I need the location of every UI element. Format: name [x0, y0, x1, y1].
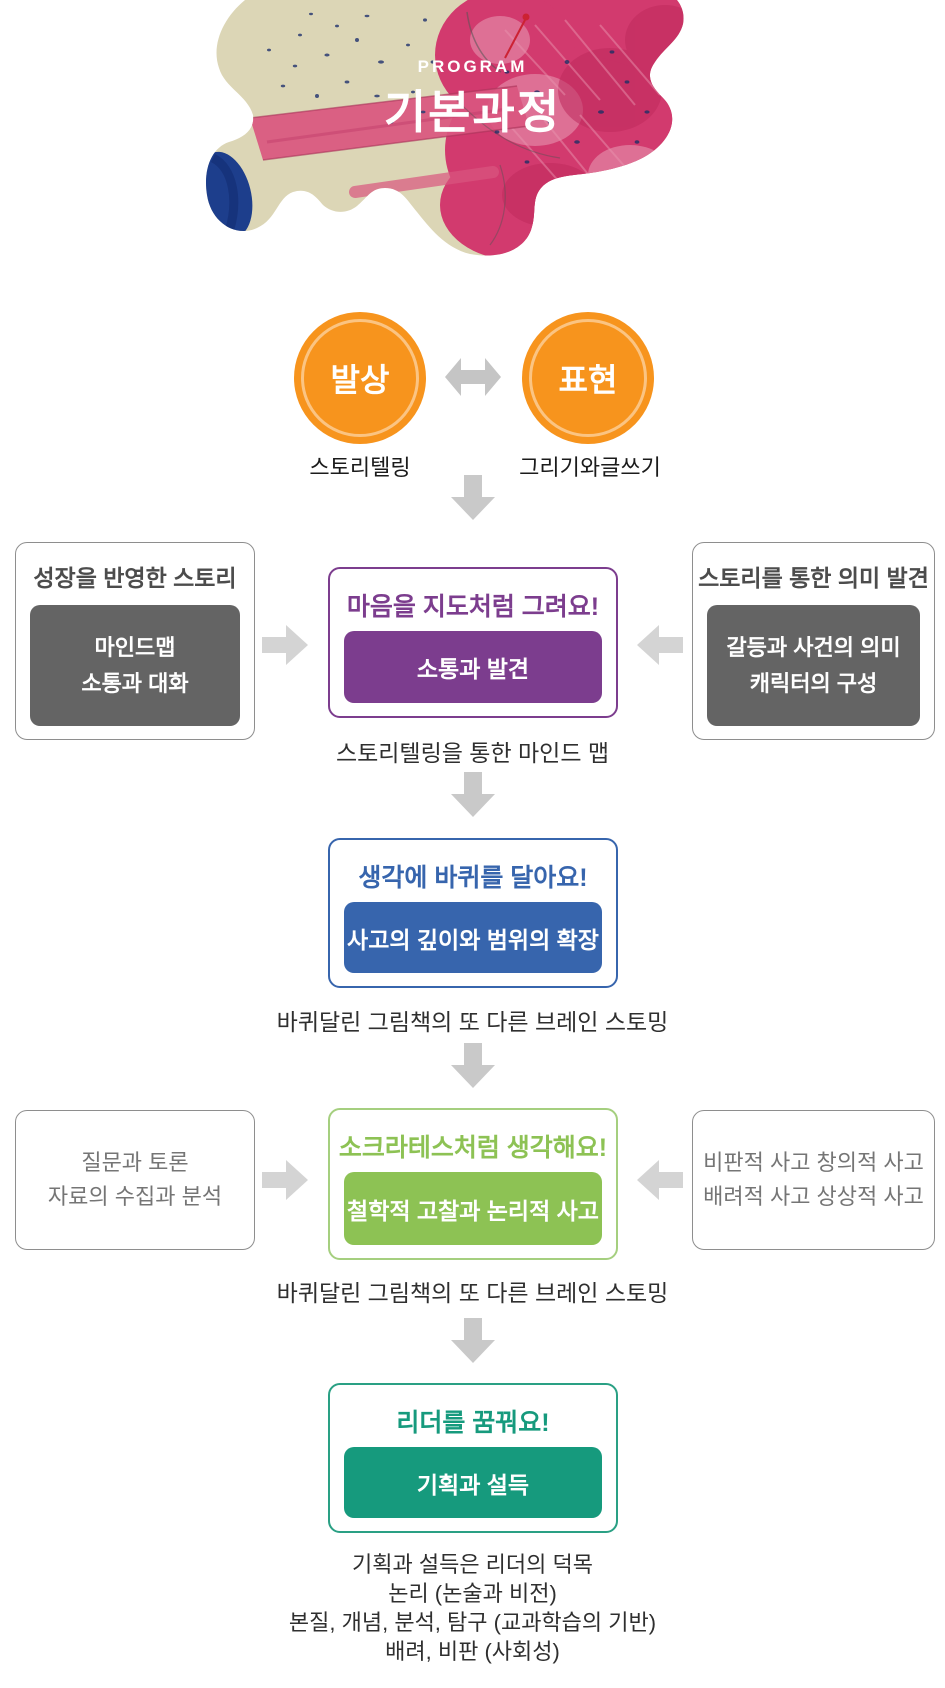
step-title: 소크라테스처럼 생각해요! — [338, 1134, 608, 1162]
step-box-thinking-wheels: 생각에 바퀴를 달아요! 사고의 깊이와 범위의 확장 — [328, 838, 618, 988]
side-panel-question-discussion: 질문과 토론 자료의 수집과 분석 — [15, 1110, 255, 1250]
ideation-circle: 발상 — [294, 312, 426, 444]
step-pill-philosophy-logic: 철학적 고찰과 논리적 사고 — [344, 1172, 602, 1245]
arrow-down-icon — [451, 1043, 495, 1088]
header-blob-art — [205, 0, 684, 256]
step-pill-communication-discovery: 소통과 발견 — [344, 631, 602, 703]
arrow-left-icon — [637, 625, 683, 665]
side-panel-line: 캐릭터의 구성 — [749, 670, 878, 696]
side-panel-title: 스토리를 통한 의미 발견 — [698, 565, 929, 591]
step-box-mindmap: 마음을 지도처럼 그려요! 소통과 발견 — [328, 567, 618, 718]
footer-note-line: 본질, 개념, 분석, 탐구 (교과학습의 기반) — [288, 1610, 657, 1635]
step-pill-thinking-expansion: 사고의 깊이와 범위의 확장 — [344, 902, 602, 973]
arrow-down-icon — [451, 1318, 495, 1363]
side-panel-line: 갈등과 사건의 의미 — [726, 634, 901, 660]
step-title: 마음을 지도처럼 그려요! — [346, 593, 600, 621]
side-panel-thinking-types: 비판적 사고 창의적 사고 배려적 사고 상상적 사고 — [692, 1110, 935, 1250]
side-panel-title: 성장을 반영한 스토리 — [33, 565, 237, 591]
step2-caption: 바퀴달린 그림책의 또 다른 브레인 스토밍 — [276, 1009, 669, 1035]
arrow-right-icon — [262, 625, 308, 665]
side-panel-story-growth: 성장을 반영한 스토리 마인드맵 소통과 대화 — [15, 542, 255, 740]
arrow-left-icon — [637, 1160, 683, 1200]
footer-note-line: 배려, 비판 (사회성) — [385, 1639, 560, 1664]
step-box-socrates: 소크라테스처럼 생각해요! 철학적 고찰과 논리적 사고 — [328, 1108, 618, 1260]
arrow-down-icon — [451, 475, 495, 520]
side-panel-dark-box: 갈등과 사건의 의미 캐릭터의 구성 — [707, 605, 920, 726]
side-panel-dark-box: 마인드맵 소통과 대화 — [30, 605, 240, 726]
ideation-caption: 스토리텔링 — [309, 455, 411, 480]
expression-circle: 표현 — [522, 312, 654, 444]
arrow-down-icon — [451, 772, 495, 817]
footer-note-line: 논리 (논술과 비전) — [388, 1581, 557, 1606]
side-panel-line: 마인드맵 — [94, 634, 176, 660]
step-pill-planning-persuasion: 기획과 설득 — [344, 1447, 602, 1518]
arrow-right-icon — [262, 1160, 308, 1200]
ideation-circle-label: 발상 — [330, 362, 390, 398]
step-title: 생각에 바퀴를 달아요! — [358, 864, 588, 892]
step3-caption: 바퀴달린 그림책의 또 다른 브레인 스토밍 — [276, 1280, 669, 1306]
double-arrow-icon — [445, 358, 501, 396]
side-panel-story-meaning: 스토리를 통한 의미 발견 갈등과 사건의 의미 캐릭터의 구성 — [692, 542, 935, 740]
step-box-leader: 리더를 꿈꿔요! 기획과 설득 — [328, 1383, 618, 1533]
side-panel-line: 질문과 토론 — [81, 1150, 189, 1175]
page-title: 기본과정 — [383, 86, 562, 138]
step1-caption: 스토리텔링을 통한 마인드 맵 — [335, 740, 610, 766]
side-panel-line: 비판적 사고 창의적 사고 — [703, 1150, 924, 1175]
step-title: 리더를 꿈꿔요! — [396, 1409, 550, 1437]
leader-footer-notes: 기획과 설득은 리더의 덕목 논리 (논술과 비전) 본질, 개념, 분석, 탐… — [0, 1550, 945, 1666]
program-kicker: PROGRAM — [417, 57, 528, 76]
side-panel-line: 소통과 대화 — [81, 670, 189, 696]
expression-caption: 그리기와글쓰기 — [519, 455, 661, 480]
side-panel-line: 자료의 수집과 분석 — [47, 1184, 223, 1209]
side-panel-line: 배려적 사고 상상적 사고 — [703, 1184, 924, 1209]
footer-note-line: 기획과 설득은 리더의 덕목 — [352, 1552, 593, 1577]
expression-circle-label: 표현 — [558, 362, 618, 398]
